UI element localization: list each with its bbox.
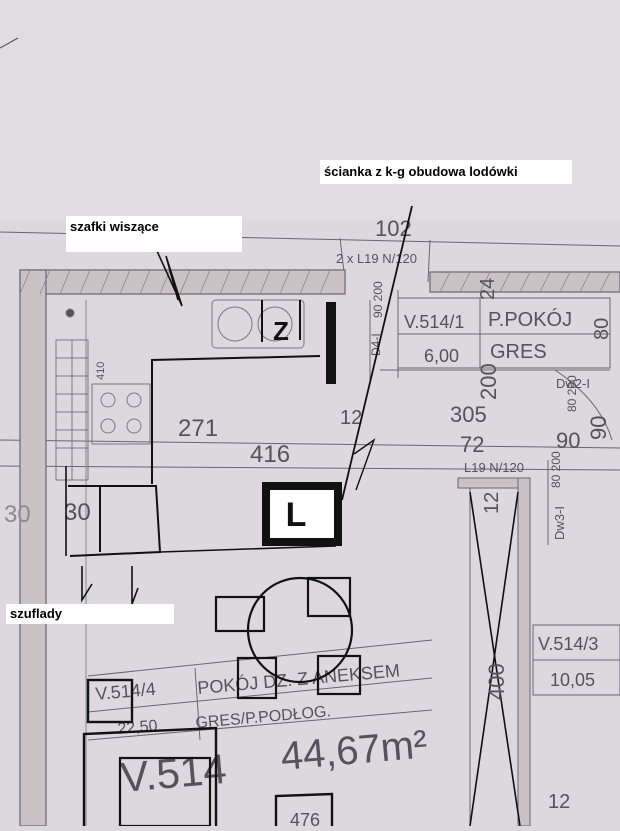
dim-top-partial: 102 [375,216,412,241]
room-514-1-area: 6,00 [424,346,459,366]
kitchen-l-letter: L [286,496,307,534]
door-dw2-label: Dw2-I [556,376,590,391]
dim-12: 12 [340,407,362,429]
dim-30-inner: 30 [64,499,91,526]
dim-200: 200 [476,363,501,400]
room-514-1-outline [397,297,611,369]
room-514-1-floor: GRES [490,341,547,363]
plan-text-group: 102 2 x L19 N/120 L19 N/120 271 416 12 3… [4,216,613,830]
dim-80: 80 [591,318,613,340]
fridge-marker-letter: Z [273,316,289,346]
dim-271: 271 [178,415,218,442]
fridge-wall-bar [326,302,336,384]
wall-hatching [19,269,611,295]
lintel-bottom-label: L19 N/120 [464,460,524,475]
room-514-3-code: V.514/3 [538,634,598,654]
corridor-cross [469,491,521,827]
kitchen-fixtures [55,299,305,481]
lintel-top-label: 2 x L19 N/120 [336,251,417,266]
hand-drawn-markup [0,37,413,828]
plan-walls [19,269,620,827]
door-d4-size: 90 200 [371,281,385,318]
dim-400: 400 [484,663,509,700]
dim-476: 476 [290,810,320,826]
room-514-1-code: V.514/1 [404,312,464,332]
dim-30-left: 30 [4,501,31,528]
dim-24: 24 [477,278,499,300]
door-dw2-size: 80 200 [565,375,579,412]
dim-90: 90 [556,428,580,453]
fridge-marker: Z [273,316,289,346]
dim-416: 416 [250,441,290,468]
room-514-1-name: P.POKÓJ [488,308,572,331]
unit-code: V.514 [119,745,229,801]
kitchen-l-marker: L [262,482,342,546]
room-514-4-area: 22,50 [117,718,158,738]
annotation-wall-cabinets: szafki wiszące [66,216,242,252]
counter-label: 410 [95,362,107,380]
dim-72: 72 [460,432,484,457]
door-dw3-label: Dw3-I [552,506,567,540]
annotation-drawers: szuflady [6,604,174,624]
paper-top-shade [0,0,620,220]
dim-90-vertical: 90 [586,416,611,440]
dim-12-bottom: 12 [548,791,570,813]
dim-305: 305 [450,402,487,427]
dim-12-right: 12 [481,492,503,514]
annotation-wall-fridge: ścianka z k-g obudowa lodówki [320,160,572,184]
door-swings [369,300,613,540]
room-514-3-outline [532,624,620,696]
room-514-3-area: 10,05 [550,670,595,690]
door-dw3-size: 80 200 [549,451,563,488]
